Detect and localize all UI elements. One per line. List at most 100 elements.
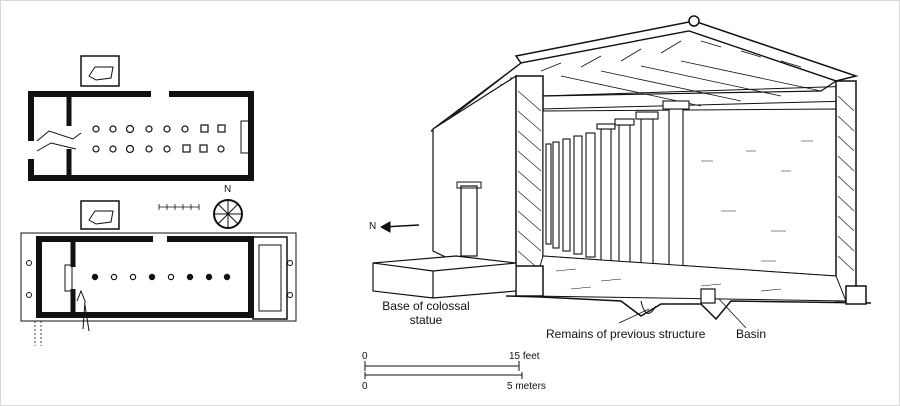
previous-structure-label: Remains of previous structure [546,327,706,341]
upper-column [125,124,135,134]
section-column [552,141,560,249]
lower-column [167,273,175,281]
roof-joists [560,60,822,107]
scale-meters-start: 0 [362,381,368,392]
upper-plan-walls [28,91,254,181]
scale-meters-end: 5 meters [507,381,546,392]
leader-basin [718,298,747,329]
upper-column [92,125,100,133]
cut-wall-hatch [517,90,542,272]
section-column [618,124,631,266]
remains-pit [640,300,657,314]
lower-plan-outer-column [26,292,32,298]
lower-plan [20,200,297,346]
section-column [573,135,583,255]
section-capital [614,118,635,126]
lower-column [148,273,156,281]
statue-base-edge [372,262,434,272]
lower-plan-walls [36,236,254,318]
lower-column [129,273,137,281]
upper-column [109,145,117,153]
lower-plan-outer-column [26,260,32,266]
upper-column [217,145,225,153]
eave-line [432,62,522,130]
lower-column [186,273,194,281]
upper-column [200,124,209,133]
door-lintel [456,181,482,189]
section-columns [545,100,690,272]
compass-icon [213,199,243,229]
section-capital [635,111,659,120]
leader-lines [618,298,747,329]
basin-label: Basin [736,327,767,341]
section-north-arrow [379,221,420,233]
section-column [545,143,552,245]
scale-feet-end: 15 feet [509,351,540,362]
upper-plan-rubble [36,130,82,152]
lower-column [91,273,99,281]
plan-scale [158,204,200,210]
lower-plan-platform [20,232,297,322]
upper-column [125,144,135,154]
upper-plan-end-niche [240,120,250,154]
roof-tiles [540,40,802,72]
section-column [668,108,684,272]
cut-wall-back [835,80,857,302]
upper-column [199,144,208,153]
cut-wall-back-hatch [837,95,855,272]
compass-north-label: N [224,184,232,195]
upper-plan-statue-base [80,55,120,87]
lower-plan-base-outline [88,210,114,225]
section-capital [662,100,690,110]
upper-column [163,145,171,153]
leader-previous-structure [618,308,650,324]
lower-plan-porch-inner [258,244,282,312]
upper-column [182,144,191,153]
section-north-label: N [369,221,377,232]
upper-column [92,145,100,153]
wall-texture [701,140,813,262]
lower-plan-porch [252,236,288,320]
section-column [585,132,596,258]
roof-acroterion [688,15,700,27]
cut-wall-front-footing [515,265,544,297]
upper-plan [27,55,254,181]
section-column [562,138,571,252]
compass-axis [217,203,239,225]
statue-base-edge [432,262,517,272]
lower-plan-niche [64,264,73,292]
upper-plan-base-outline [88,66,114,81]
north-arrow-head [379,221,391,233]
upper-column [109,125,117,133]
lower-plan-statue-base [80,200,120,230]
statue-base-outline [372,255,517,299]
upper-column [145,145,153,153]
scale-bars [364,361,523,379]
lower-plan-columns [91,273,231,281]
upper-column [163,125,171,133]
basin-icon [700,288,716,304]
section-drawing [430,15,859,302]
cut-wall-footing [845,285,867,305]
scale-feet-start: 0 [362,351,368,362]
section-column [640,118,654,270]
upper-column [145,125,153,133]
statue-base-block [372,255,517,299]
section-column [600,128,612,262]
lower-plan-outer-column [287,260,293,266]
upper-column [217,124,226,133]
cut-wall-front [515,75,544,292]
lower-column [205,273,213,281]
statue-base-label: Base of colossal statue [382,299,470,327]
lower-column [223,273,231,281]
lower-plan-outer-column [287,292,293,298]
floor-texture [555,268,782,292]
upper-column [181,125,189,133]
upper-plan-columns [92,124,226,154]
lower-column [110,273,118,281]
side-doorway [460,185,478,257]
lower-plan-drain [76,289,90,332]
section-capital [596,123,616,130]
